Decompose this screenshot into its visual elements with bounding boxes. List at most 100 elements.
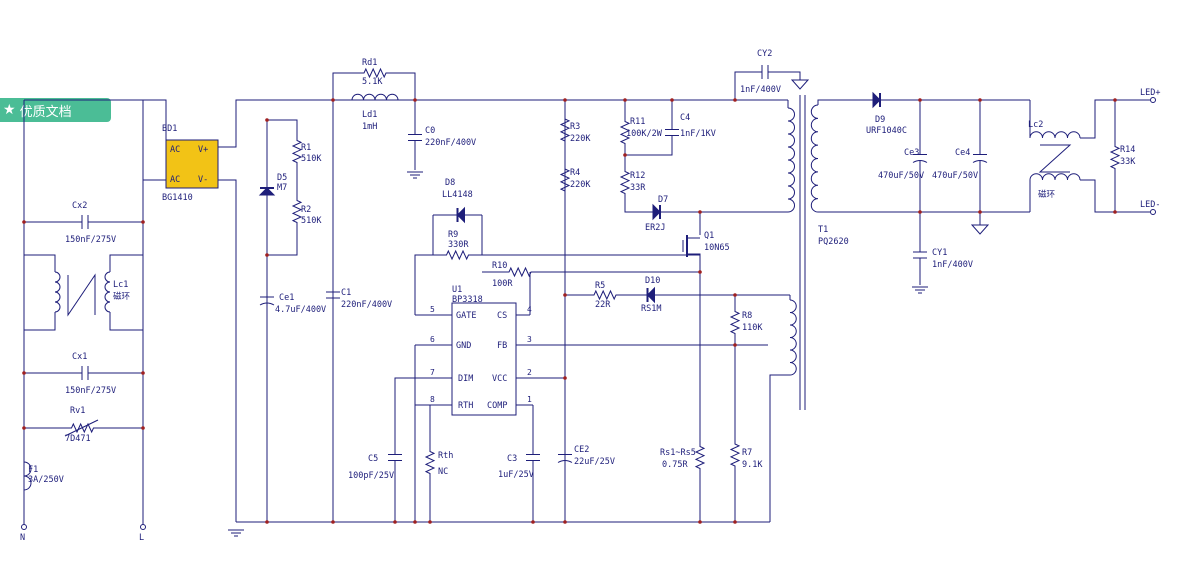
ce4-ref: Ce4 <box>955 148 970 158</box>
lc2-note: 磁环 <box>1038 189 1056 200</box>
rd1-value: 5.1K <box>362 77 383 87</box>
wire <box>109 312 143 331</box>
wire <box>24 312 56 331</box>
r12-resistor <box>619 170 631 195</box>
t1-aux-winding <box>789 299 797 376</box>
bd1-pin-ac2: AC <box>170 175 180 185</box>
r7-value: 9.1K <box>742 460 763 470</box>
t1-primary-winding <box>787 107 795 213</box>
wire <box>332 72 355 100</box>
cy2-value: 1nF/400V <box>740 85 781 95</box>
lc1-ref: Lc1 <box>113 280 128 290</box>
c5-value: 100pF/25V <box>348 471 394 481</box>
r10-ref: R10 <box>492 261 507 271</box>
junction-dot <box>733 98 737 102</box>
junction-dot <box>413 520 417 524</box>
r11-ref: R11 <box>630 117 645 127</box>
ce2-ref: CE2 <box>574 445 589 455</box>
r9-value: 330R <box>448 240 469 250</box>
junction-dot <box>563 98 567 102</box>
bd1-pin-vplus: V+ <box>198 145 208 155</box>
rth-value: NC <box>438 467 448 477</box>
junction-dot <box>141 426 145 430</box>
terminal-led-plus <box>1150 97 1156 103</box>
junction-dot <box>331 520 335 524</box>
wire <box>625 145 673 156</box>
junction-dot <box>331 98 335 102</box>
r5-value: 22R <box>595 300 611 310</box>
r10-value: 100R <box>492 279 513 289</box>
r14-ref: R14 <box>1120 145 1135 155</box>
r11-value: 100K/2W <box>626 129 663 139</box>
u1-pin-5: 5 <box>430 305 435 314</box>
u1-ref: U1 <box>452 285 462 295</box>
d5-ref: D5 <box>277 173 287 183</box>
u1-pin-vcc: VCC <box>492 374 507 384</box>
junction-dot <box>733 293 737 297</box>
r3-ref: R3 <box>570 122 580 132</box>
t1-secondary-winding <box>810 104 819 213</box>
wire <box>218 179 237 522</box>
wire <box>24 99 167 147</box>
quality-doc-badge[interactable]: ★ 优质文档 <box>0 98 111 122</box>
junction-dot <box>918 98 922 102</box>
r2-ref: R2 <box>301 205 311 215</box>
rv1-value: 7D471 <box>65 434 91 444</box>
r2-value: 510K <box>301 216 322 226</box>
u1-value: BP3318 <box>452 295 483 305</box>
wire <box>109 254 143 272</box>
wire <box>218 99 788 148</box>
primary-ground-icon <box>228 529 244 537</box>
d9-ref: D9 <box>875 115 885 125</box>
c4-ref: C4 <box>680 113 690 123</box>
junction-dot <box>265 253 269 257</box>
q1-ref: Q1 <box>704 231 714 241</box>
c0-capacitor <box>408 125 422 150</box>
t1-ref: T1 <box>818 225 828 235</box>
junction-dot <box>22 426 26 430</box>
junction-dot <box>733 520 737 524</box>
ce4-capacitor <box>972 145 988 170</box>
labels: ACACV+V-BD1BG1410Cx2150nF/275VLc1磁环Cx115… <box>20 49 1160 543</box>
lc2-core-mark <box>1038 144 1072 173</box>
r4-value: 220K <box>570 180 591 190</box>
junction-dot <box>141 371 145 375</box>
c5-capacitor <box>388 445 402 470</box>
star-icon: ★ <box>3 102 16 118</box>
u1-pin-gate: GATE <box>456 311 476 321</box>
wire <box>395 72 416 100</box>
wire <box>1080 99 1150 139</box>
c1-capacitor <box>326 280 340 310</box>
c1-ref: C1 <box>341 288 351 298</box>
wire <box>775 71 801 80</box>
u1-pin-gnd: GND <box>456 341 471 351</box>
f1-value: 3A/250V <box>28 475 64 485</box>
c4-value: 1nF/1KV <box>680 129 716 139</box>
cy1-ref: CY1 <box>932 248 947 258</box>
d10-diode <box>625 286 670 304</box>
junction-dot <box>698 270 702 274</box>
d9-value: URF1040C <box>866 126 907 136</box>
r4-resistor <box>559 160 571 200</box>
junction-dot <box>563 293 567 297</box>
junction-dot <box>978 210 982 214</box>
cx2-ref: Cx2 <box>72 201 87 211</box>
junction-dot <box>265 118 269 122</box>
cx2-value: 150nF/275V <box>65 235 116 245</box>
cy2-ground-icon <box>790 79 810 90</box>
junction-dot <box>22 220 26 224</box>
c1-value: 220nF/400V <box>341 300 392 310</box>
u1-controller-ic <box>451 302 517 416</box>
led-minus-label: LED- <box>1140 200 1160 210</box>
wire <box>267 228 298 256</box>
d5-value: M7 <box>277 183 287 193</box>
r12-ref: R12 <box>630 171 645 181</box>
terminal-led-minus <box>1150 209 1156 215</box>
ce2-capacitor <box>557 445 573 470</box>
r8-resistor <box>729 310 741 335</box>
r11-resistor <box>619 115 631 150</box>
lc1-coil-right <box>104 271 111 313</box>
junction-dot <box>623 153 627 157</box>
junction-dot <box>563 520 567 524</box>
r14-resistor <box>1109 140 1121 175</box>
